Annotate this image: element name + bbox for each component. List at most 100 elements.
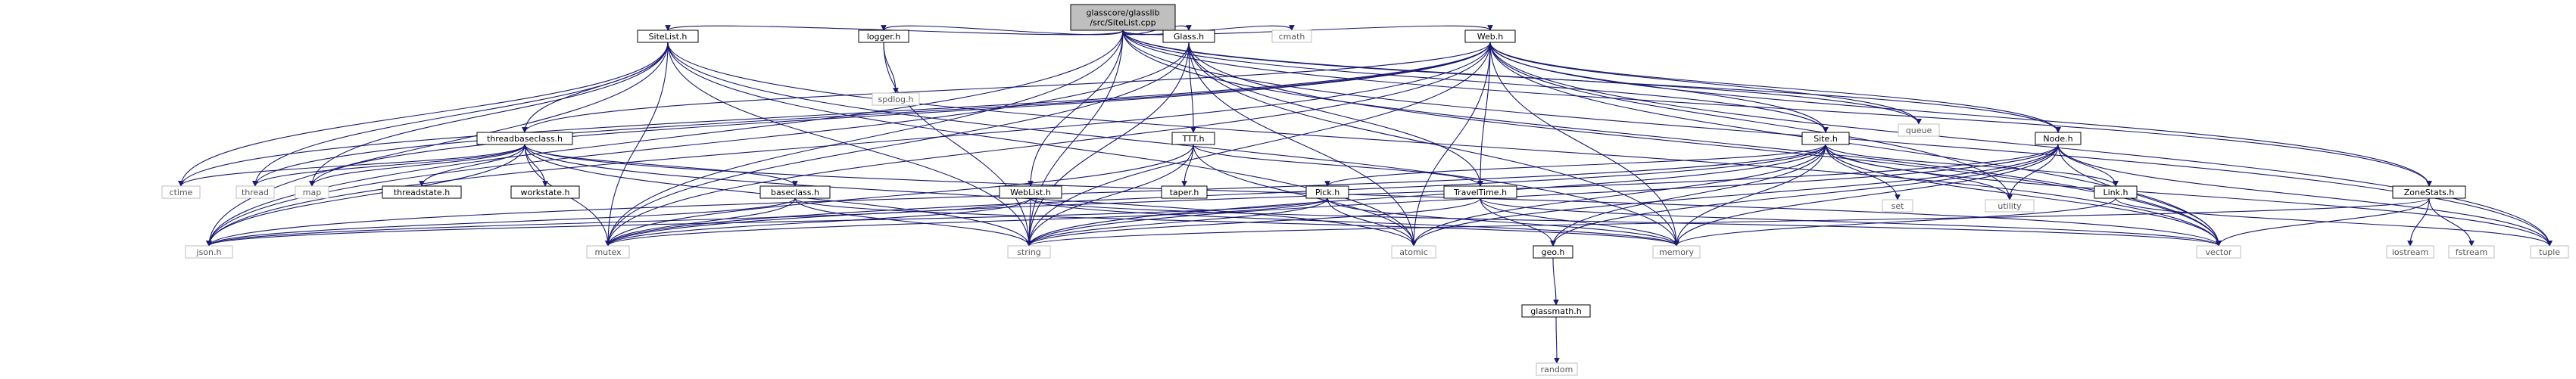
graph-node-traveltime-h[interactable]: TravelTime.h (1443, 185, 1517, 199)
include-edge-pick-h-to-json-h (206, 197, 1328, 247)
node-box (1652, 245, 1701, 259)
include-edge-threadbaseclass-h-to-vector (524, 144, 2222, 247)
graph-node-pick-h[interactable]: Pick.h (1305, 185, 1349, 199)
include-edge-site-h-to-vector (1825, 144, 2222, 247)
graph-node-logger-h[interactable]: logger.h (858, 30, 909, 43)
graph-node-queue: queue (1898, 123, 1940, 137)
include-edge-glass-h-to-traveltime-h (1188, 42, 1483, 187)
include-edge-root-to-queue (1122, 30, 1922, 125)
node-label: atomic (1399, 247, 1428, 257)
node-box (510, 185, 580, 199)
include-edge-traveltime-h-to-string (1026, 197, 1481, 247)
node-box (2448, 245, 2495, 259)
node-box (2035, 132, 2082, 145)
node-label: threadstate.h (394, 188, 450, 197)
include-edge-node-h-to-atomic (1411, 144, 2059, 247)
graph-node-glassmath-h[interactable]: glassmath.h (1521, 304, 1591, 318)
graph-node-baseclass-h[interactable]: baseclass.h (759, 185, 831, 199)
node-label: mutex (594, 247, 622, 257)
node-label: glasscore/glasslib (1086, 8, 1159, 18)
node-box (1070, 4, 1176, 31)
graph-node-geo-h[interactable]: geo.h (1533, 245, 1573, 259)
include-edge-baseclass-h-to-string (794, 197, 1032, 247)
node-box (858, 30, 909, 43)
include-edge-threadbaseclass-h-to-atomic (524, 144, 1417, 247)
graph-node-threadstate-h[interactable]: threadstate.h (382, 185, 462, 199)
include-edge-web-h-to-node-h (1489, 42, 2061, 133)
node-label: threadbaseclass.h (487, 134, 563, 144)
include-edge-web-h-to-map (309, 42, 1491, 187)
graph-node-sitelist-h[interactable]: SiteList.h (637, 30, 699, 43)
node-box (2530, 245, 2569, 259)
include-edge-traveltime-h-to-vector (1480, 197, 2222, 247)
node-label: Site.h (1813, 134, 1838, 144)
node-label: Glass.h (1174, 32, 1204, 42)
node-label: memory (1659, 247, 1694, 257)
include-edge-node-h-to-tuple (2057, 144, 2553, 247)
include-edge-pick-h-to-mutex (605, 197, 1328, 247)
include-edge-weblist-h-to-vector (1030, 197, 2222, 247)
include-edge-glass-h-to-atomic (1188, 42, 1417, 247)
include-edge-site-h-to-string (1026, 144, 1826, 247)
graph-node-web-h[interactable]: Web.h (1464, 30, 1516, 43)
include-edge-link-h-to-memory (1673, 197, 2116, 247)
node-box (2196, 245, 2241, 259)
include-edge-web-h-to-thread (252, 42, 1491, 187)
graph-node-taper-h[interactable]: taper.h (1161, 185, 1208, 199)
include-edge-site-h-to-geo-h (1550, 144, 1826, 247)
graph-node-threadbaseclass-h[interactable]: threadbaseclass.h (476, 132, 573, 145)
include-edge-glass-h-to-mutex (605, 42, 1190, 247)
include-edge-threadbaseclass-h-to-thread (252, 144, 525, 187)
graph-node-node-h[interactable]: Node.h (2035, 132, 2082, 145)
include-edge-site-h-to-tuple (1825, 144, 2553, 247)
graph-node-zonestats-h[interactable]: ZoneStats.h (2392, 185, 2466, 199)
include-edge-web-h-to-string (1026, 42, 1491, 247)
node-label: glassmath.h (1530, 306, 1581, 316)
include-edge-web-h-to-memory (1489, 42, 1679, 247)
graph-node-root[interactable]: glasscore/glasslib/src/SiteList.cpp (1070, 4, 1176, 31)
graph-node-link-h[interactable]: Link.h (2094, 185, 2138, 199)
include-edge-node-h-to-string (1026, 144, 2059, 247)
graph-node-cmath: cmath (1271, 30, 1312, 43)
include-edge-sitelist-h-to-map (309, 42, 669, 187)
node-label: ZoneStats.h (2404, 188, 2455, 197)
node-box (295, 185, 329, 199)
graph-node-weblist-h[interactable]: WebList.h (999, 185, 1062, 199)
include-edge-web-h-to-utility (1489, 42, 2013, 200)
node-box (235, 185, 275, 199)
graph-node-glass-h[interactable]: Glass.h (1162, 30, 1215, 43)
node-box (185, 245, 233, 259)
include-edge-web-h-to-threadbaseclass-h (522, 42, 1491, 133)
graph-node-utility: utility (1985, 199, 2035, 213)
node-box (1985, 199, 2035, 213)
node-label: utility (1997, 201, 2022, 211)
include-edge-site-h-to-pick-h (1324, 144, 1826, 187)
node-label: SiteList.h (649, 32, 688, 42)
node-box (586, 245, 630, 259)
node-box (1521, 304, 1591, 318)
graph-node-workstate-h[interactable]: workstate.h (510, 185, 580, 199)
graph-node-ttt-h[interactable]: TTT.h (1171, 132, 1215, 145)
graph-node-spdlog-h: spdlog.h (872, 92, 920, 106)
node-label: baseclass.h (771, 188, 819, 197)
node-label: set (1891, 201, 1904, 211)
node-box (637, 30, 699, 43)
node-box (1161, 185, 1208, 199)
node-box (1007, 245, 1051, 259)
node-label: workstate.h (521, 188, 570, 197)
graph-node-string: string (1007, 245, 1051, 259)
node-box (1443, 185, 1517, 199)
include-edge-sitelist-h-to-atomic (667, 42, 1417, 247)
include-edge-zonestats-h-to-iostream (2407, 197, 2430, 247)
include-edge-zonestats-h-to-vector (2216, 197, 2430, 247)
node-label: taper.h (1170, 188, 1199, 197)
node-label: spdlog.h (878, 95, 914, 104)
node-label: WebList.h (1010, 188, 1051, 197)
include-edge-node-h-to-geo-h (1550, 144, 2059, 247)
graph-node-site-h[interactable]: Site.h (1801, 132, 1850, 145)
node-box (1162, 30, 1215, 43)
node-box (2392, 185, 2466, 199)
include-edge-threadbaseclass-h-to-json-h (206, 144, 525, 247)
include-edge-ttt-h-to-mutex (605, 144, 1194, 247)
include-edge-node-h-to-vector (2057, 144, 2222, 247)
